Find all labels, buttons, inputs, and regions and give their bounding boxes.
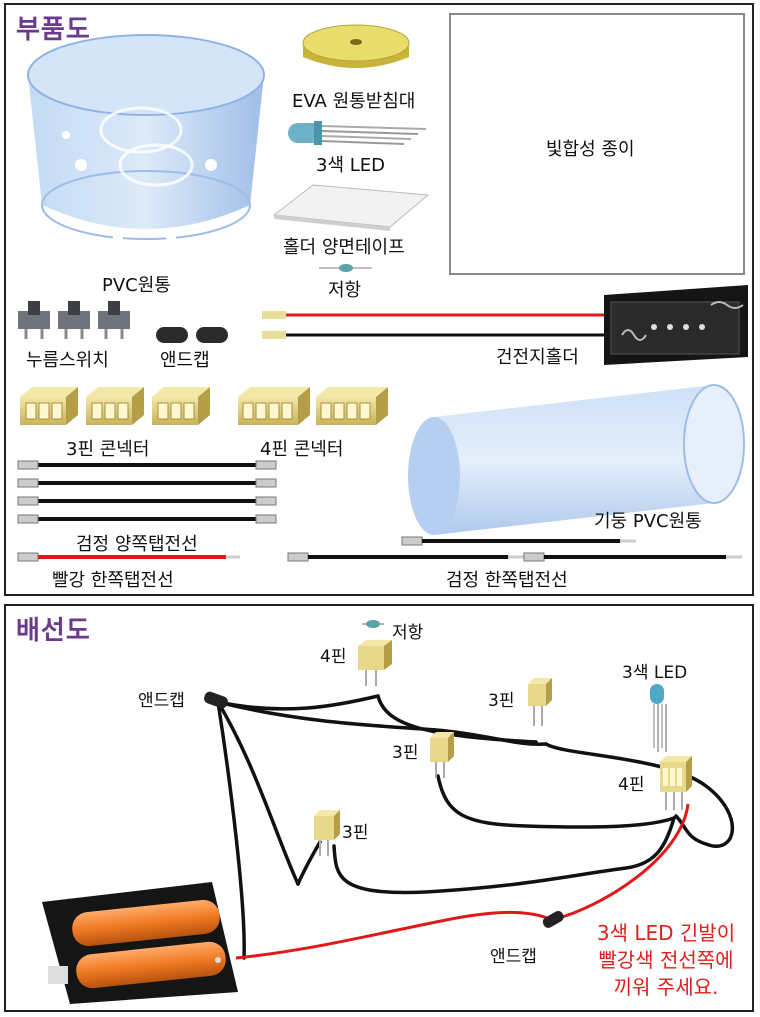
battery-holder-icon [42, 882, 238, 1004]
pillar-pvc-icon [408, 384, 745, 535]
label-pin3-b: 3핀 [392, 743, 419, 763]
parts-panel-title: 부품도 [16, 15, 91, 45]
double-sided-tape-icon [272, 184, 430, 231]
pin3-connector-c-icon [314, 810, 340, 856]
led-note-line-1: 3색 LED 긴발이 [596, 921, 736, 945]
label-pin4-top: 4핀 [320, 647, 347, 667]
label-end-cap-top: 앤드캡 [138, 691, 185, 711]
pin4-connector-icon [238, 387, 388, 425]
label-pin3-a: 3핀 [488, 691, 515, 711]
label-end-cap: 앤드캡 [160, 350, 210, 371]
black-wires [216, 694, 734, 960]
label-pin3-connector: 3핀 콘넥터 [66, 439, 150, 460]
label-led: 3색 LED [622, 663, 688, 683]
end-cap-bottom-icon [542, 911, 564, 928]
label-black-single-wire: 검정 한쪽탭전선 [446, 570, 568, 591]
label-red-single-wire: 빨강 한쪽탭전선 [52, 570, 174, 591]
red-single-wire-icon [17, 552, 240, 562]
led-icon [288, 121, 427, 145]
label-tape: 홀더 양면테이프 [283, 237, 405, 258]
pin4-connector-top-icon [358, 640, 392, 686]
red-wire [235, 910, 553, 960]
led-note-line-3: 끼워 주세요. [613, 975, 719, 999]
led-icon [650, 684, 667, 752]
battery-holder-icon [262, 285, 748, 365]
label-paper: 빛합성 종이 [546, 139, 635, 160]
end-cap-icon [156, 327, 228, 343]
label-resistor: 저항 [392, 623, 424, 643]
wiring-panel: 배선도 [4, 604, 754, 1012]
label-led: 3색 LED [316, 155, 385, 176]
pin3-connector-a-icon [528, 678, 552, 726]
wiring-panel-title: 배선도 [16, 616, 91, 646]
led-note: 3색 LED 긴발이 빨강색 전선쪽에 끼워 주세요. [580, 920, 752, 1001]
label-end-cap-bottom: 앤드캡 [490, 947, 537, 967]
black-single-wire-icon [287, 536, 742, 562]
parts-panel: 부품도 [4, 3, 754, 596]
pin3-connector-b-icon [430, 732, 454, 778]
end-cap-top-icon [204, 691, 228, 709]
parts-illustrations [17, 24, 748, 562]
eva-disc-icon [302, 24, 410, 68]
label-resistor: 저항 [328, 280, 362, 301]
label-battery-holder: 건전지홀더 [496, 347, 579, 368]
pvc-cylinder-icon [27, 34, 265, 242]
label-pvc-cylinder: PVC원통 [102, 275, 171, 296]
resistor-icon [319, 264, 372, 272]
label-pillar-pvc: 기둥 PVC원통 [594, 511, 702, 532]
label-pin4-connector: 4핀 콘넥터 [260, 439, 344, 460]
label-eva: EVA 원통받침대 [292, 91, 416, 112]
push-switch-icon [18, 301, 130, 339]
label-black-double-wire: 검정 양쪽탭전선 [76, 534, 198, 555]
black-double-wire-icon [17, 460, 277, 524]
label-push-switch: 누름스위치 [26, 350, 109, 371]
wiring-diagram [42, 620, 734, 1004]
label-pin3-c: 3핀 [342, 823, 369, 843]
photosynthesis-paper [449, 13, 745, 275]
pin4-connector-right-icon [660, 756, 692, 810]
red-wire-upper [551, 803, 690, 922]
led-note-line-2: 빨강색 전선쪽에 [598, 948, 734, 972]
label-pin4-right: 4핀 [618, 775, 645, 795]
pin3-connector-icon [20, 387, 210, 425]
resistor-icon [362, 620, 384, 628]
